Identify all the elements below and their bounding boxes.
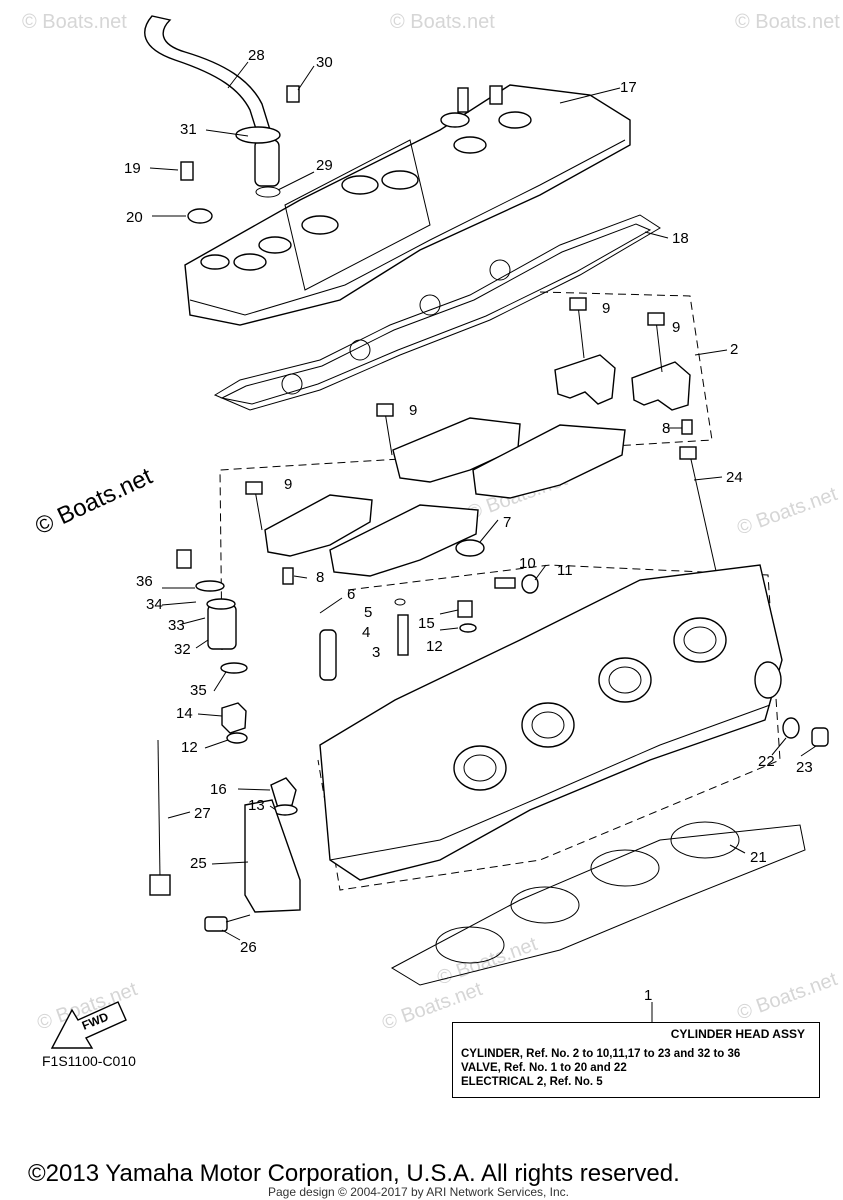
group-outline [219,291,713,651]
callout-18: 18 [672,230,689,247]
callout-35: 35 [190,682,207,699]
watermark: © Boats.net [434,933,540,990]
watermark: © Boats.net [734,968,840,1025]
cylinder-head [319,564,783,881]
cylinder-head-cover [184,84,631,326]
callout-4: 4 [362,624,370,641]
copyright-notice: ©2013 Yamaha Motor Corporation, U.S.A. A… [28,1160,680,1187]
callout-3: 3 [372,644,380,661]
callout-15: 15 [418,615,435,632]
callout-9: 9 [284,476,292,493]
callout-5: 5 [364,604,372,621]
callout-33: 33 [168,617,185,634]
callout-1: 1 [644,987,652,1004]
callout-12: 12 [426,638,443,655]
leader-lines [149,61,817,1022]
callout-9: 9 [672,319,680,336]
callout-labels: 1 2 3 4 5 6 7 8 8 9 9 9 9 10 11 12 12 13… [124,47,813,1004]
assembly-note-box: CYLINDER HEAD ASSY CYLINDER, Ref. No. 2 … [452,1022,820,1098]
fwd-arrow-icon: FWD [50,1001,127,1049]
callout-21: 21 [750,849,767,866]
callout-14: 14 [176,705,193,722]
callout-10: 10 [519,555,536,572]
callout-6: 6 [347,586,355,603]
watermark: © Boats.net [734,483,840,540]
callout-31: 31 [180,121,197,138]
breather-hose [144,15,281,187]
assembly-line: CYLINDER, Ref. No. 2 to 10,11,17 to 23 a… [461,1048,741,1060]
page-design-credit: Page design © 2004-2017 by ARI Network S… [268,1185,570,1199]
callout-24: 24 [726,469,743,486]
small-parts [176,85,829,816]
callout-34: 34 [146,596,163,613]
callout-22: 22 [758,753,775,770]
callout-8: 8 [316,569,324,586]
callout-12: 12 [181,739,198,756]
callout-36: 36 [136,573,153,590]
cover-gasket [213,214,661,411]
assembly-line: VALVE, Ref. No. 1 to 20 and 22 [461,1062,627,1074]
callout-11: 11 [557,562,573,579]
callout-17: 17 [620,79,637,96]
watermark: © Boats.net [735,11,840,33]
callout-29: 29 [316,157,333,174]
group-outline [317,564,781,891]
sensor-and-bracket [149,739,301,932]
camshaft-cap [264,354,691,577]
callout-20: 20 [126,209,143,226]
assembly-line: ELECTRICAL 2, Ref. No. 5 [461,1076,603,1088]
figure-code: F1S1100-C010 [42,1053,136,1069]
callout-2: 2 [730,341,738,358]
callout-25: 25 [190,855,207,872]
cam-cap-bolt [245,297,719,581]
callout-13: 13 [248,797,265,814]
callout-28: 28 [248,47,265,64]
callout-26: 26 [240,939,257,956]
callout-32: 32 [174,641,191,658]
callout-19: 19 [124,160,141,177]
callout-8: 8 [662,420,670,437]
assembly-title: CYLINDER HEAD ASSY [670,1027,805,1041]
callout-30: 30 [316,54,333,71]
callout-9: 9 [602,300,610,317]
watermark: © Boats.net [31,463,157,541]
callout-7: 7 [503,514,511,531]
head-gasket [390,821,806,986]
callout-9: 9 [409,402,417,419]
watermark: © Boats.net [390,11,495,33]
watermark: © Boats.net [22,11,127,33]
callout-23: 23 [796,759,813,776]
callout-16: 16 [210,781,227,798]
callout-27: 27 [194,805,211,822]
